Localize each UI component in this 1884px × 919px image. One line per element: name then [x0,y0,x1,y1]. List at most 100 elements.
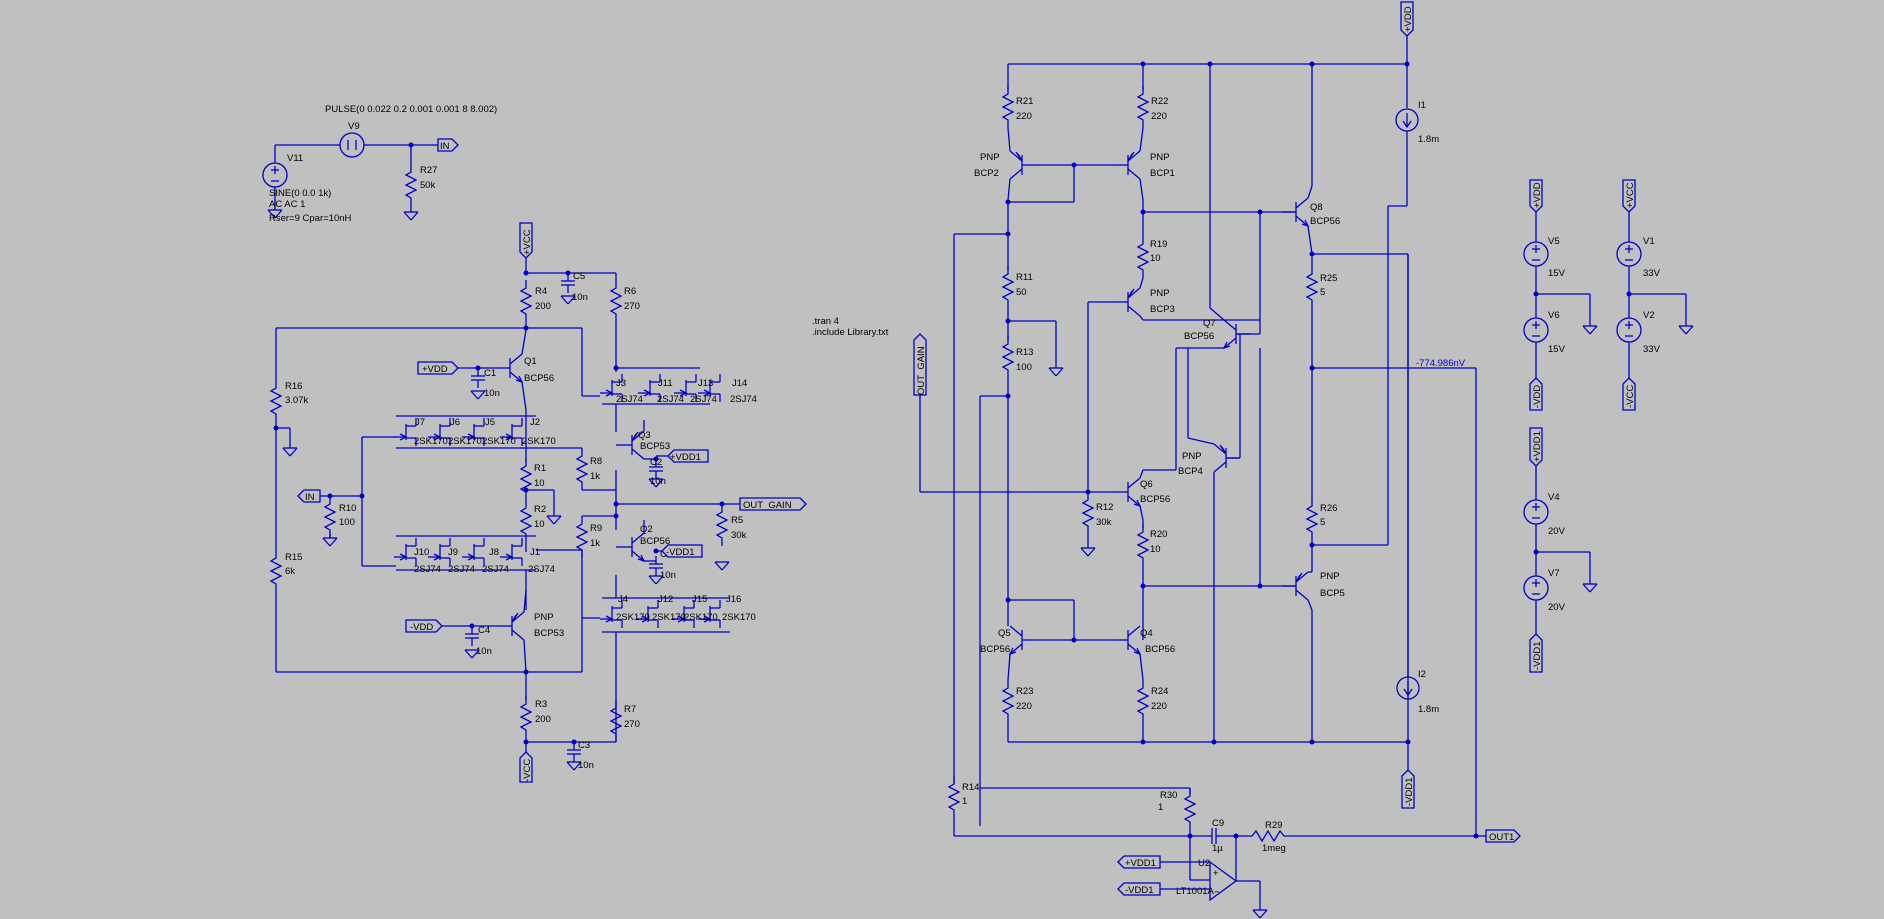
net-flag-vdd1-pos-left[interactable]: +VDD1 [667,449,709,463]
net-flag-v5-vdd[interactable]: +VDD [1529,179,1543,213]
net-flag-vcc-top[interactable]: +VCC [519,222,533,259]
svg-text:IN: IN [440,141,450,152]
label-R12: R12 [1096,502,1113,513]
net-flag-v7-vdd1[interactable]: -VDD1 [1529,633,1543,673]
label-Q7: Q7 [1203,318,1216,329]
value-R27: 50k [420,180,436,191]
value-Q6: BCP56 [1140,494,1170,505]
label-V5: V5 [1548,236,1560,247]
svg-text:+: + [1213,868,1219,879]
value-C3: 10n [578,760,594,771]
label-R26: R26 [1320,503,1337,514]
value-J5: 2SK170 [482,436,516,447]
label-J7: J7 [415,417,425,428]
value-R4: 200 [535,301,551,312]
label-J5: J5 [485,417,495,428]
value-R7: 270 [624,719,640,730]
value-R2: 10 [534,519,545,530]
label-R27: R27 [420,165,437,176]
voltage-source-V9[interactable] [339,132,365,158]
svg-text:OUT1: OUT1 [1489,832,1514,843]
net-flag-u2-vdd1-neg[interactable]: -VDD1 [1117,882,1161,896]
net-flag-out1[interactable]: OUT1 [1485,829,1521,843]
value-R25: 5 [1320,287,1325,298]
net-flag-u2-vdd1-pos[interactable]: +VDD1 [1117,855,1161,869]
label-R1: R1 [534,463,546,474]
value-J11: 2SJ74 [657,394,684,405]
net-flag-v4-vdd1[interactable]: +VDD1 [1529,427,1543,467]
label-C4: C4 [478,625,490,636]
value-I1: 1.8m [1418,134,1439,145]
label-BCP4: BCP4 [1178,466,1203,477]
label-J16: J16 [726,594,741,605]
net-flag-vdd-neg-left[interactable]: -VDD [405,619,443,633]
label-R15: R15 [285,552,302,563]
label-BCP5: BCP5 [1320,588,1345,599]
value-J7: 2SK170 [414,436,448,447]
value-R16: 3.07k [285,395,308,406]
net-flag-out-gain[interactable]: OUT_GAIN [739,497,807,511]
label-J10: J10 [414,547,429,558]
opamp-U2[interactable]: +− [1209,860,1238,902]
value-R9: 1k [590,538,600,549]
value-R19: 10 [1150,253,1161,264]
value-C5: 10n [572,292,588,303]
net-flag-v1-vcc[interactable]: +VCC [1622,179,1636,213]
label-J6: J6 [450,417,460,428]
value-Q4: BCP56 [1145,644,1175,655]
label-R22: R22 [1151,96,1168,107]
left-amplifier-block: +VCC C5 10n R4 200 R6 270 R16 3.07k R15 … [270,222,807,783]
svg-text:-VDD: -VDD [410,622,433,633]
label-V2: V2 [1643,310,1655,321]
svg-text:-VCC: -VCC [522,759,533,782]
svg-text:+VCC: +VCC [522,229,533,255]
net-flag-IN-left[interactable]: IN [297,489,321,503]
capacitor-C9 [1190,828,1236,844]
label-J8: J8 [489,547,499,558]
net-flag-vdd1-neg-left[interactable]: -VDD1 [661,544,703,558]
net-flag-vdd1-bottom-right[interactable]: -VDD1 [1401,769,1415,809]
value-J12: 2SK170 [652,612,686,623]
net-flag-vdd-top-right[interactable]: +VDD [1400,1,1414,37]
label-R2: R2 [534,504,546,515]
value-R10: 100 [339,517,355,528]
net-flag-v2-vcc[interactable]: -VCC [1622,377,1636,411]
svg-text:OUT_GAIN: OUT_GAIN [916,346,927,395]
label-V9: V9 [348,121,360,132]
label-R16: R16 [285,381,302,392]
pulse-expression: PULSE(0 0.022 0.2 0.001 0.001 8 8.002) [325,104,497,115]
label-C2: C2 [650,457,662,468]
value-V7: 20V [1548,602,1566,613]
svg-text:+VDD: +VDD [1532,182,1543,208]
value-R30: 1 [1158,802,1163,813]
net-flag-out-gain-vertical[interactable]: OUT_GAIN [913,333,927,396]
label-C9: C9 [1212,818,1224,829]
value-Q1: BCP56 [524,373,554,384]
label-I1: I1 [1418,100,1426,111]
net-flag-vdd-pos-left[interactable]: +VDD [417,361,459,375]
label-R29: R29 [1265,820,1282,831]
value-R14: 1 [962,796,967,807]
svg-text:-VDD1: -VDD1 [666,547,695,558]
net-flag-IN-top[interactable]: IN [437,138,459,152]
label-R7: R7 [624,704,636,715]
value-V6: 15V [1548,344,1566,355]
probe-voltage-readout: -774.986nV [1416,358,1466,369]
label-J2: J2 [530,417,540,428]
net-flag-v6-vdd[interactable]: -VDD [1529,377,1543,411]
label-J12: J12 [658,594,673,605]
label-J9: J9 [448,547,458,558]
ac-expression: AC AC 1 [269,199,305,210]
label-J15: J15 [692,594,707,605]
value-R26: 5 [1320,517,1325,528]
label-Q6: Q6 [1140,479,1153,490]
net-flag-vcc-bottom[interactable]: -VCC [519,751,533,783]
label-R10: R10 [339,503,356,514]
label-Q2: Q2 [640,524,653,535]
label-R8: R8 [590,456,602,467]
label-J3: J3 [616,378,626,389]
value-J2: 2SK170 [522,436,556,447]
svg-text:-VDD1: -VDD1 [1404,777,1415,806]
value-Q3: BCP53 [640,441,670,452]
